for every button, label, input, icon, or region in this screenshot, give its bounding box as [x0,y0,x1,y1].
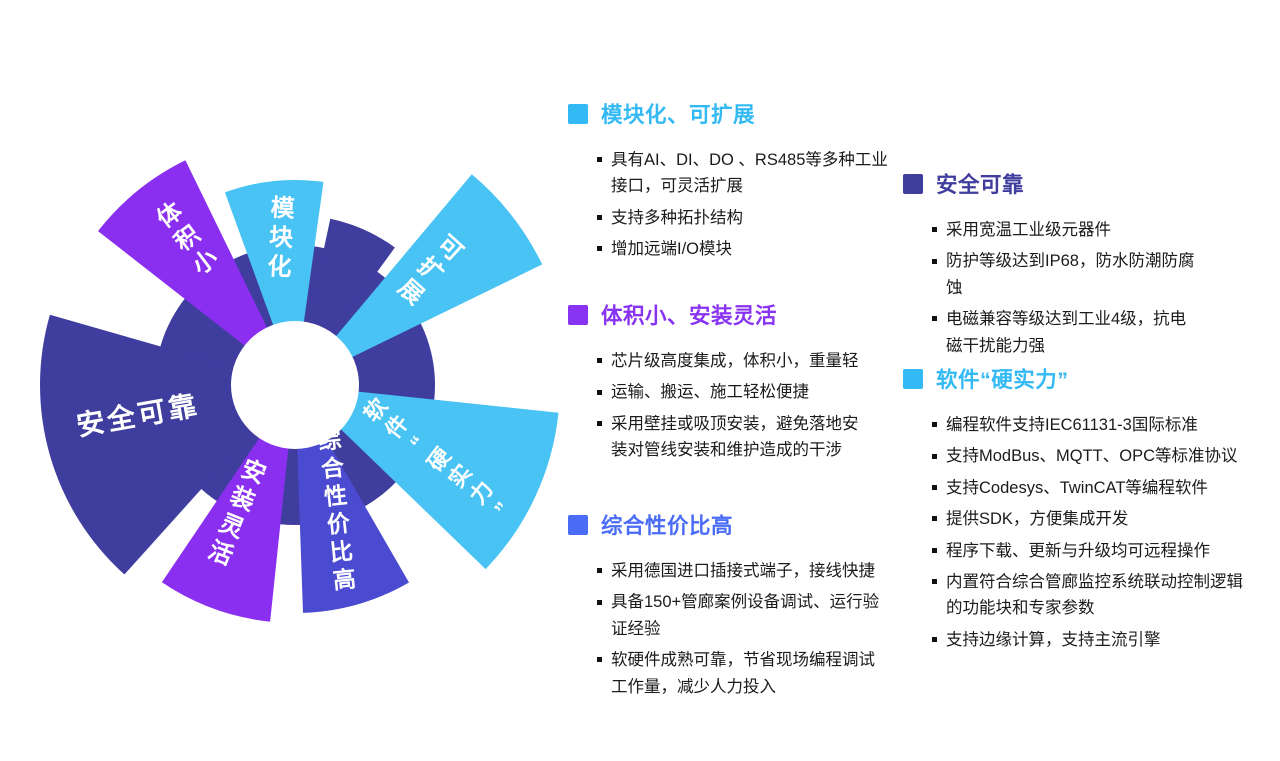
bullet-item: 编程软件支持IEC61131-3国际标准 [931,412,1245,438]
bullet-text: 电磁兼容等级达到工业4级，抗电磁干扰能力强 [946,310,1187,355]
bullet-text: 支持Codesys、TwinCAT等编程软件 [946,478,1208,497]
bullet-item: 运输、搬运、施工轻松便捷 [596,379,868,405]
bullet-marker-icon [932,485,937,490]
bullet-marker-icon [597,389,602,395]
bullet-marker-icon [597,599,602,605]
bullet-item: 支持ModBus、MQTT、OPC等标准协议 [931,443,1245,469]
segment-label-cost: 综合性价比高 [317,426,359,594]
bullet-item: 采用德国进口插接式端子，接线快捷 [596,558,886,584]
feature-panel-cost: 综合性价比高采用德国进口插接式端子，接线快捷具备150+管廊案例设备调试、运行验… [568,509,886,705]
bullet-marker-icon [932,516,937,522]
bullet-text: 具备150+管廊案例设备调试、运行验证经验 [611,593,880,638]
bullet-marker-icon [597,358,602,364]
segment-tijixiao [98,160,295,385]
feature-panel-software: 软件“硬实力” 编程软件支持IEC61131-3国际标准支持ModBus、MQTT… [903,363,1245,658]
bullet-item: 程序下载、更新与升级均可远程操作 [931,538,1245,564]
panel-title: 模块化、可扩展 [601,103,756,127]
feature-panel-safety: 安全可靠采用宽温工业级元器件防护等级达到IP68，防水防潮防腐蚀电磁兼容等级达到… [903,168,1201,364]
bullet-item: 支持多种拓扑结构 [596,205,890,231]
segment-kekuozhan [295,174,543,385]
panel-title: 体积小、安装灵活 [601,304,778,328]
panel-bullet-list: 采用德国进口插接式端子，接线快捷具备150+管廊案例设备调试、运行验证经验软硬件… [596,558,886,700]
bullet-text: 支持ModBus、MQTT、OPC等标准协议 [946,447,1238,466]
bullet-marker-icon [597,568,602,574]
bullet-text: 采用宽温工业级元器件 [946,221,1111,239]
modular-square-icon [568,103,588,124]
bullet-text: 支持边缘计算，支持主流引擎 [946,630,1161,649]
bullet-marker-icon [932,453,937,459]
bullet-marker-icon [932,636,937,642]
panel-title: 安全可靠 [936,173,1025,197]
bullet-marker-icon [932,579,937,585]
bullet-text: 支持多种拓扑结构 [611,208,743,227]
bullet-text: 提供SDK，方便集成开发 [946,510,1129,529]
petal-diagram-container: 体积小模块化可扩展软件“硬实力”综合性价比高安装灵活安全可靠 [15,105,575,665]
bullet-marker-icon [597,157,602,163]
bullet-item: 具备150+管廊案例设备调试、运行验证经验 [596,589,886,642]
bullet-item: 软硬件成熟可靠，节省现场编程调试工作量，减少人力投入 [596,647,886,700]
panel-header: 软件“硬实力” [903,363,1245,394]
bullet-text: 编程软件支持IEC61131-3国际标准 [946,416,1198,434]
center-circle [231,321,359,449]
feature-panel-modular: 模块化、可扩展具有AI、DI、DO 、RS485等多种工业接口，可灵活扩展支持多… [568,98,890,268]
panel-header: 体积小、安装灵活 [568,299,868,330]
bullet-marker-icon [932,258,937,264]
panel-bullet-list: 采用宽温工业级元器件防护等级达到IP68，防水防潮防腐蚀电磁兼容等级达到工业4级… [931,217,1201,359]
panel-header: 综合性价比高 [568,509,886,540]
bullet-item: 内置符合综合管廊监控系统联动控制逻辑的功能块和专家参数 [931,569,1245,622]
segment-software [295,385,559,570]
bullet-text: 程序下载、更新与升级均可远程操作 [946,541,1210,560]
bullet-item: 增加远端I/O模块 [596,236,890,262]
panel-bullet-list: 具有AI、DI、DO 、RS485等多种工业接口，可灵活扩展支持多种拓扑结构增加… [596,147,890,263]
panel-header: 安全可靠 [903,168,1201,199]
bullet-text: 增加远端I/O模块 [611,240,733,259]
cost-square-icon [568,514,588,535]
bullet-marker-icon [932,422,937,428]
bullet-text: 软硬件成熟可靠，节省现场编程调试工作量，减少人力投入 [611,651,875,696]
bullet-text: 采用德国进口插接式端子，接线快捷 [611,562,875,580]
bullet-item: 采用壁挂或吸顶安装，避免落地安装对管线安装和维护造成的干涉 [596,411,868,464]
bullet-item: 电磁兼容等级达到工业4级，抗电磁干扰能力强 [931,306,1201,359]
bullet-text: 运输、搬运、施工轻松便捷 [611,383,809,402]
bullet-item: 具有AI、DI、DO 、RS485等多种工业接口，可灵活扩展 [596,147,890,200]
bullet-marker-icon [597,215,602,220]
bullet-item: 支持边缘计算，支持主流引擎 [931,627,1245,653]
bullet-marker-icon [932,227,937,233]
bullet-text: 具有AI、DI、DO 、RS485等多种工业接口，可灵活扩展 [611,151,888,196]
feature-panel-size: 体积小、安装灵活芯片级高度集成，体积小，重量轻运输、搬运、施工轻松便捷采用壁挂或… [568,299,868,469]
bullet-text: 防护等级达到IP68，防水防潮防腐蚀 [946,252,1195,297]
bullet-marker-icon [597,657,602,663]
bullet-item: 防护等级达到IP68，防水防潮防腐蚀 [931,248,1201,301]
segment-install [161,385,295,622]
safety-square-icon [903,173,923,194]
bullet-item: 支持Codesys、TwinCAT等编程软件 [931,475,1245,501]
bullet-marker-icon [597,421,602,426]
bullet-item: 芯片级高度集成，体积小，重量轻 [596,348,868,374]
bullet-marker-icon [597,246,602,252]
bullet-text: 采用壁挂或吸顶安装，避免落地安装对管线安装和维护造成的干涉 [611,414,859,460]
bullet-item: 采用宽温工业级元器件 [931,217,1201,243]
panel-bullet-list: 编程软件支持IEC61131-3国际标准支持ModBus、MQTT、OPC等标准… [931,412,1245,653]
segment-label-mokuaihua: 模块化 [267,194,297,281]
bullet-text: 内置符合综合管廊监控系统联动控制逻辑的功能块和专家参数 [946,572,1243,618]
panel-bullet-list: 芯片级高度集成，体积小，重量轻运输、搬运、施工轻松便捷采用壁挂或吸顶安装，避免落… [596,348,868,464]
software-square-icon [903,368,923,389]
size-square-icon [568,304,588,325]
petal-diagram: 体积小模块化可扩展软件“硬实力”综合性价比高安装灵活安全可靠 [40,160,559,622]
panel-title: 软件“硬实力” [936,368,1069,392]
bullet-marker-icon [932,547,937,553]
bullet-item: 提供SDK，方便集成开发 [931,506,1245,532]
panel-header: 模块化、可扩展 [568,98,890,129]
panel-title: 综合性价比高 [601,514,734,538]
bullet-text: 芯片级高度集成，体积小，重量轻 [611,352,859,370]
bullet-marker-icon [932,316,937,322]
